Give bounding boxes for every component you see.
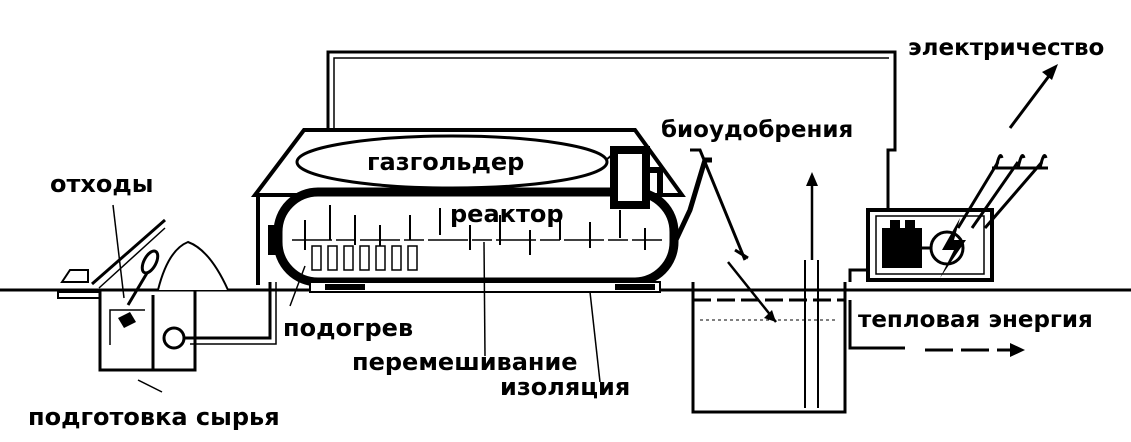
label-waste: отходы	[50, 170, 153, 198]
label-mixing: перемешивание	[352, 348, 578, 376]
label-feedstock-prep: подготовка сырья	[28, 403, 280, 431]
gas-outlet	[610, 146, 663, 209]
leader-lines	[112, 204, 601, 393]
generator-unit	[866, 208, 994, 282]
heating-coils	[311, 245, 418, 271]
label-heating: подогрев	[283, 314, 413, 342]
gas-pipe	[326, 50, 897, 212]
label-electricity: электричество	[908, 35, 1104, 61]
label-reactor: реактор	[450, 200, 564, 228]
lightning-icon	[940, 218, 966, 278]
feedstock-pit	[57, 218, 277, 372]
electricity-arrow	[1008, 64, 1058, 129]
mixer-rods	[304, 205, 646, 255]
label-insulation: изоляция	[500, 373, 630, 401]
thermal-pipe	[848, 268, 1025, 357]
label-thermal-energy: тепловая энергия	[858, 307, 1093, 333]
outlet-pipe	[673, 148, 749, 261]
label-gasholder: газгольдер	[367, 148, 524, 176]
power-lines	[956, 154, 1048, 229]
label-biofertilizer: биоудобрения	[661, 117, 853, 143]
fertilizer-tank	[691, 172, 847, 414]
